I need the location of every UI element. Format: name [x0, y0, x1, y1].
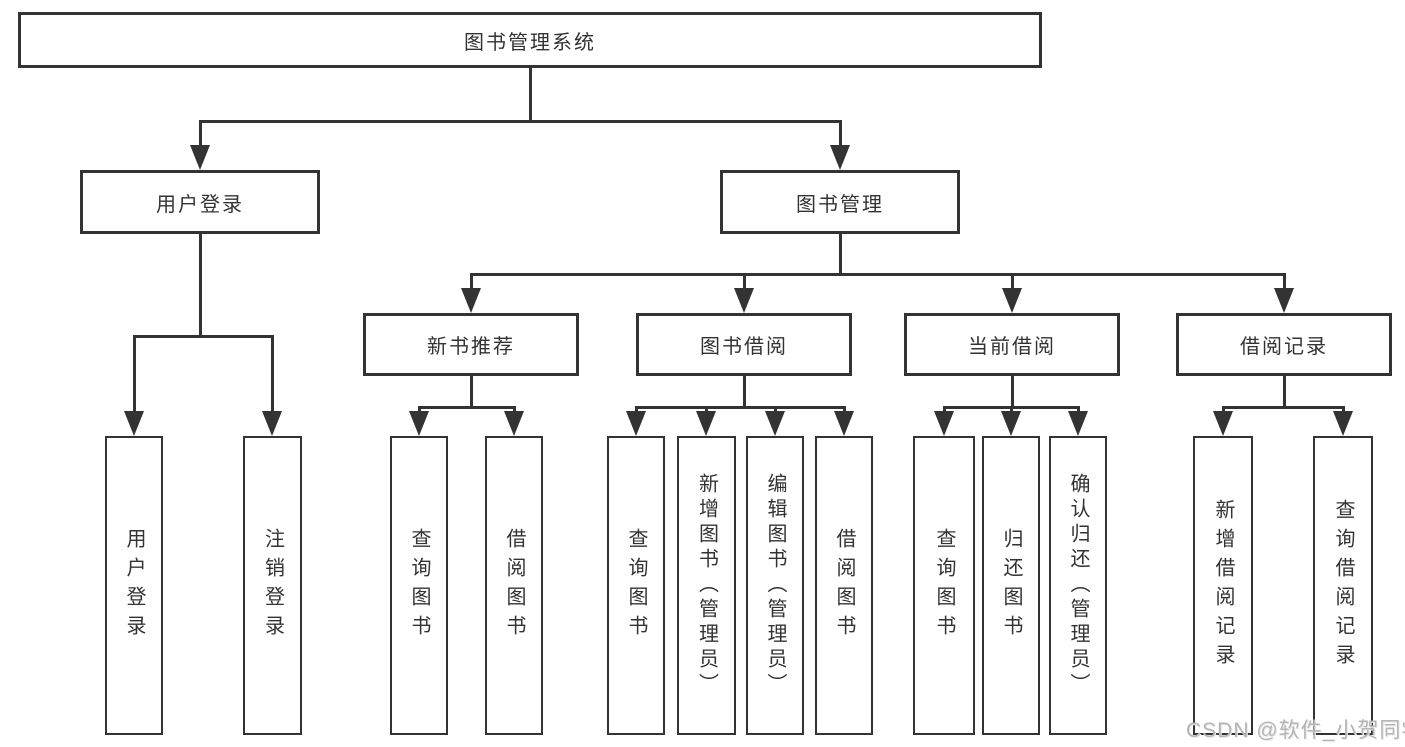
node-label: 当前借阅	[968, 336, 1056, 358]
csdn-watermark: CSDN @软件_小贺同学	[1186, 719, 1405, 742]
leaf-records-add-record: 新增借阅记录	[1193, 436, 1253, 735]
connector-line	[417, 406, 516, 409]
node-current-borrowing: 当前借阅	[904, 313, 1120, 376]
connector-line	[742, 376, 746, 409]
leaf-label: 归还图书	[1000, 527, 1022, 644]
arrowhead-down-icon	[696, 411, 716, 436]
connector-line	[704, 406, 708, 413]
leaf-current-query-books: 查询图书	[913, 436, 975, 735]
node-label: 新书推荐	[427, 336, 515, 358]
leaf-logout: 注销登录	[243, 436, 302, 735]
leaf-current-return-books: 归还图书	[982, 436, 1040, 735]
node-label: 图书借阅	[700, 336, 788, 358]
node-label: 图书管理	[796, 193, 884, 216]
leaf-borrowing-query-books: 查询图书	[607, 436, 665, 735]
leaf-label: 编辑图书（管理员）	[764, 473, 786, 698]
connector-line	[838, 234, 842, 276]
connector-line	[528, 68, 532, 123]
arrowhead-down-icon	[504, 411, 524, 436]
connector-line	[1010, 376, 1014, 409]
leaf-borrowing-add-books: 新增图书（管理员）	[677, 436, 736, 735]
connector-line	[270, 335, 274, 413]
arrowhead-down-icon	[765, 411, 785, 436]
connector-line	[634, 406, 638, 413]
leaf-borrowing-borrow-books: 借阅图书	[815, 436, 873, 735]
leaf-current-confirm-return: 确认归还（管理员）	[1049, 436, 1107, 735]
arrowhead-down-icon	[461, 288, 481, 313]
arrowhead-down-icon	[830, 145, 850, 170]
connector-line	[469, 376, 473, 409]
leaf-label: 新增图书（管理员）	[695, 473, 718, 698]
arrowhead-down-icon	[190, 145, 210, 170]
leaf-label: 借阅图书	[833, 527, 855, 644]
arrowhead-down-icon	[1213, 411, 1233, 436]
connector-line	[942, 406, 946, 413]
leaf-label: 查询借阅记录	[1332, 498, 1354, 673]
node-label: 图书管理系统	[464, 31, 596, 54]
leaf-label: 查询图书	[933, 527, 955, 644]
arrowhead-down-icon	[1002, 288, 1022, 313]
connector-line	[132, 335, 274, 338]
leaf-records-query-record: 查询借阅记录	[1313, 436, 1373, 735]
node-library-management-system: 图书管理系统	[18, 12, 1042, 68]
arrowhead-down-icon	[262, 411, 282, 436]
connector-line	[1010, 273, 1014, 290]
leaf-label: 查询图书	[408, 527, 430, 644]
arrowhead-down-icon	[734, 288, 754, 313]
leaf-borrowing-edit-books: 编辑图书（管理员）	[746, 436, 804, 735]
connector-line	[634, 406, 846, 409]
connector-line	[198, 120, 842, 123]
arrowhead-down-icon	[124, 411, 144, 436]
node-user-login: 用户登录	[80, 170, 320, 234]
connector-line	[1282, 376, 1286, 409]
leaf-label: 借阅图书	[503, 527, 525, 644]
leaf-label: 新增借阅记录	[1212, 498, 1234, 673]
node-new-book-recommend: 新书推荐	[363, 313, 579, 376]
leaf-recommend-query-books: 查询图书	[390, 436, 448, 735]
connector-line	[838, 120, 842, 147]
arrowhead-down-icon	[1001, 411, 1021, 436]
connector-line	[198, 120, 202, 147]
connector-line	[1282, 273, 1286, 290]
connector-line	[1341, 406, 1345, 413]
leaf-label: 注销登录	[261, 527, 284, 644]
connector-line	[417, 406, 421, 413]
arrowhead-down-icon	[834, 411, 854, 436]
node-book-borrowing: 图书借阅	[636, 313, 852, 376]
node-borrowing-records: 借阅记录	[1176, 313, 1392, 376]
connector-line	[1221, 406, 1345, 409]
arrowhead-down-icon	[1068, 411, 1088, 436]
leaf-recommend-borrow-books: 借阅图书	[485, 436, 543, 735]
arrowhead-down-icon	[409, 411, 429, 436]
leaf-label: 查询图书	[625, 527, 647, 644]
connector-line	[1076, 406, 1080, 413]
connector-line	[132, 335, 136, 413]
connector-line	[512, 406, 516, 413]
node-label: 用户登录	[156, 193, 244, 216]
connector-line	[198, 234, 202, 338]
connector-line	[469, 273, 1286, 276]
leaf-user-login: 用户登录	[105, 436, 163, 735]
arrowhead-down-icon	[934, 411, 954, 436]
connector-line	[1009, 406, 1013, 413]
arrowhead-down-icon	[1274, 288, 1294, 313]
arrowhead-down-icon	[1333, 411, 1353, 436]
connector-line	[842, 406, 846, 413]
node-book-management: 图书管理	[720, 170, 960, 234]
connector-line	[1221, 406, 1225, 413]
leaf-label: 确认归还（管理员）	[1067, 473, 1089, 698]
connector-line	[742, 273, 746, 290]
leaf-label: 用户登录	[123, 527, 145, 644]
connector-line	[469, 273, 473, 290]
connector-line	[773, 406, 777, 413]
arrowhead-down-icon	[626, 411, 646, 436]
node-label: 借阅记录	[1240, 336, 1328, 358]
